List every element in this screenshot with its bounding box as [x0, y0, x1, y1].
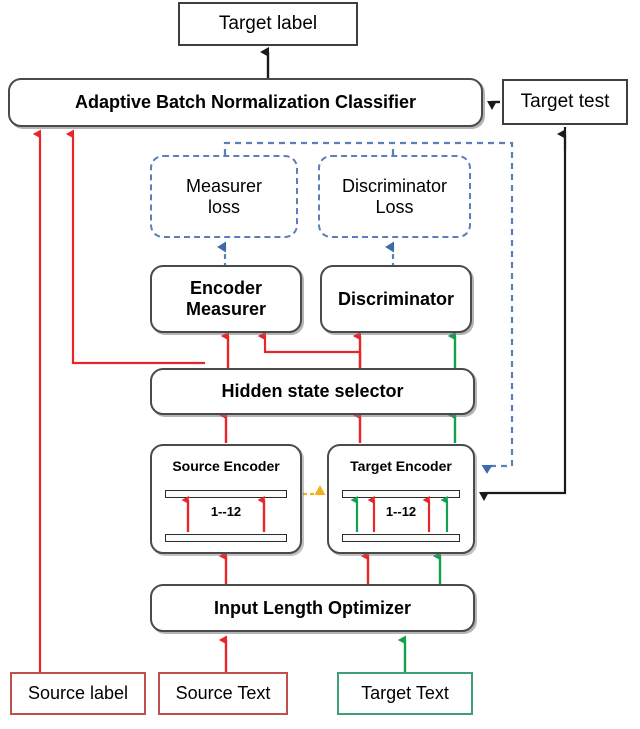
encoder-measurer-line1: Encoder	[189, 278, 263, 299]
node-source-text[interactable]: Source Text	[158, 672, 288, 715]
node-source-encoder[interactable]: Source Encoder 1--12	[150, 444, 302, 554]
node-target-test[interactable]: Target test	[502, 79, 628, 125]
node-input-length-optimizer[interactable]: Input Length Optimizer	[150, 584, 475, 632]
source-text-text: Source Text	[175, 683, 271, 704]
encoder-measurer-line2: Measurer	[185, 299, 267, 319]
target-label-text: Target label	[218, 13, 318, 35]
target-encoder-title: Target Encoder	[350, 458, 452, 474]
target-encoder-top-bar	[342, 490, 460, 498]
source-encoder-internal-arrows	[181, 496, 266, 532]
source-label-text: Source label	[27, 683, 129, 704]
hidden-state-selector-text: Hidden state selector	[221, 381, 404, 402]
source-encoder-bottom-bar	[165, 534, 287, 542]
node-hidden-state-selector[interactable]: Hidden state selector	[150, 368, 475, 415]
source-encoder-range: 1--12	[210, 504, 242, 519]
target-text-text: Target Text	[361, 683, 449, 704]
edge-target-test-to-target-encoder	[479, 127, 567, 501]
node-target-text[interactable]: Target Text	[337, 672, 473, 715]
node-classifier[interactable]: Adaptive Batch Normalization Classifier	[8, 78, 483, 127]
discriminator-loss-line2: Loss	[375, 196, 414, 217]
discriminator-text: Discriminator	[337, 288, 455, 309]
target-encoder-internal-arrows	[350, 496, 449, 532]
node-source-label[interactable]: Source label	[10, 672, 146, 715]
node-encoder-measurer[interactable]: Encoder Measurer	[150, 265, 302, 333]
input-length-optimizer-text: Input Length Optimizer	[214, 597, 411, 618]
source-encoder-top-bar	[165, 490, 287, 498]
node-measurer-loss[interactable]: Measurer loss	[150, 155, 298, 238]
measurer-loss-line2: loss	[207, 196, 240, 217]
target-test-text: Target test	[520, 91, 610, 113]
target-encoder-range: 1--12	[385, 504, 417, 519]
discriminator-loss-line1: Discriminator	[341, 175, 447, 196]
node-target-encoder[interactable]: Target Encoder 1--12	[327, 444, 475, 554]
source-encoder-title: Source Encoder	[172, 458, 280, 474]
node-discriminator-loss[interactable]: Discriminator Loss	[318, 155, 471, 238]
target-encoder-bottom-bar	[342, 534, 460, 542]
classifier-text: Adaptive Batch Normalization Classifier	[74, 92, 417, 113]
edge-hidden-state-selector-to-discriminator	[257, 331, 362, 370]
node-discriminator[interactable]: Discriminator	[320, 265, 472, 333]
measurer-loss-line1: Measurer	[185, 175, 263, 196]
node-target-label[interactable]: Target label	[178, 2, 358, 46]
